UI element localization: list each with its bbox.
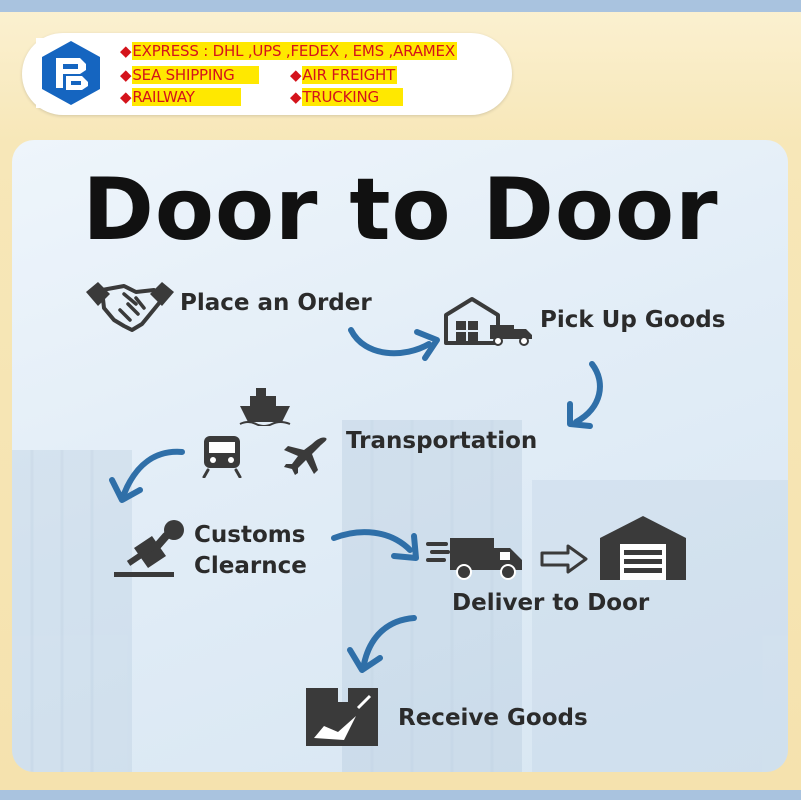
step-pick-up-goods: Pick Up Goods (540, 307, 726, 333)
handshake-icon (86, 282, 174, 332)
bottom-strip (0, 790, 801, 800)
stamp-icon (114, 520, 184, 577)
service-trucking: ◆TRUCKING (290, 88, 403, 106)
bullet-icon: ◆ (290, 88, 302, 106)
company-logo-icon (36, 38, 106, 108)
delivery-truck-icon (426, 538, 522, 580)
service-railway: ◆RAILWAY (120, 88, 241, 106)
process-panel (12, 140, 788, 772)
flow-arrow-icon (347, 615, 417, 673)
flow-arrow-icon (109, 448, 185, 503)
service-sea: ◆SEA SHIPPING (120, 66, 259, 84)
flow-arrow-icon (348, 327, 440, 361)
step-place-order: Place an Order (180, 290, 372, 316)
step-transportation: Transportation (346, 428, 538, 454)
right-arrow-icon (540, 544, 588, 574)
box-icon (306, 688, 378, 746)
service-railway-label: RAILWAY (132, 88, 241, 106)
bullet-icon: ◆ (290, 66, 302, 84)
flow-arrow-icon (331, 529, 419, 561)
page-title: Door to Door (82, 160, 719, 260)
service-express-label: EXPRESS : DHL ,UPS ,FEDEX , EMS ,ARAMEX (132, 42, 457, 60)
ship-icon (239, 388, 291, 426)
step-receive-goods: Receive Goods (398, 705, 588, 731)
service-trucking-label: TRUCKING (302, 88, 403, 106)
flow-arrow-icon (567, 361, 603, 429)
bullet-icon: ◆ (120, 42, 132, 60)
train-icon (202, 436, 242, 478)
service-express: ◆EXPRESS : DHL ,UPS ,FEDEX , EMS ,ARAMEX (120, 42, 457, 60)
bullet-icon: ◆ (120, 66, 132, 84)
bullet-icon: ◆ (120, 88, 132, 106)
service-air-label: AIR FREIGHT (302, 66, 398, 84)
top-strip (0, 0, 801, 12)
garage-icon (600, 516, 686, 580)
step-customs: Customs (194, 522, 306, 548)
service-air: ◆AIR FREIGHT (290, 66, 398, 84)
service-sea-label: SEA SHIPPING (132, 66, 259, 84)
background-containers-image (12, 420, 788, 772)
warehouse-truck-icon (444, 297, 532, 346)
step-deliver-to-door: Deliver to Door (452, 590, 650, 616)
airplane-icon (284, 437, 327, 475)
step-clearance: Clearnce (194, 553, 307, 579)
